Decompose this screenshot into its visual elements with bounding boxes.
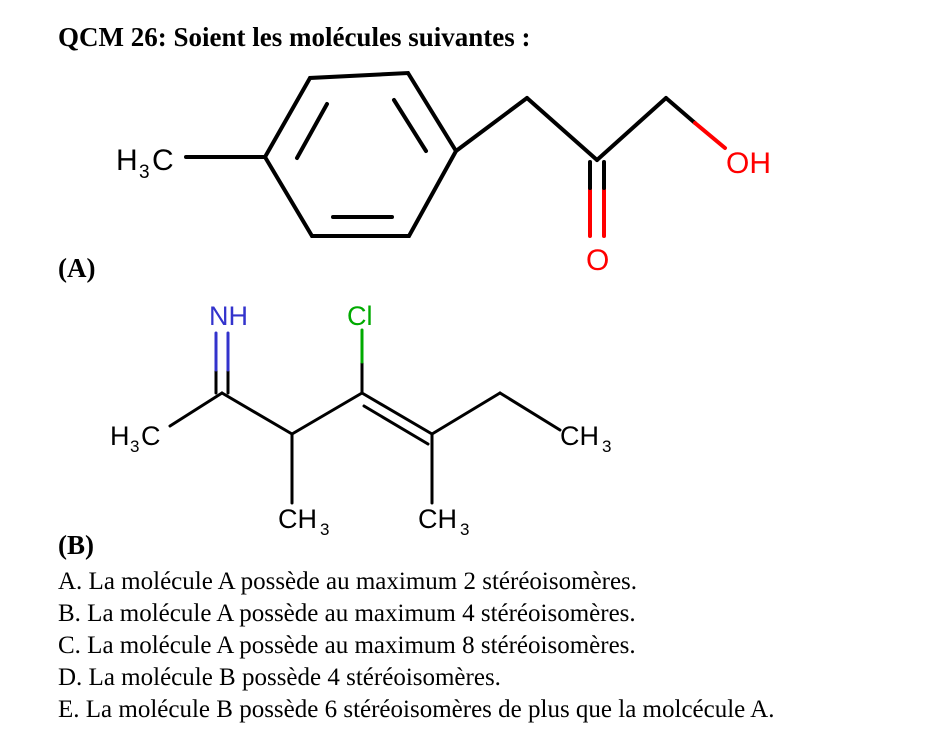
methyl-c: C — [152, 144, 174, 177]
answer-options: A. La molécule A possède au maximum 2 st… — [58, 566, 774, 726]
methyl-2-sub: 3 — [460, 520, 469, 539]
ch2-bond — [454, 96, 529, 153]
chain-bond-2 — [595, 96, 668, 162]
bond-to-ccl — [290, 391, 364, 436]
option-e[interactable]: E. La molécule B possède 6 stéréoisomère… — [58, 696, 775, 723]
right-methyl-c: CH — [560, 421, 599, 451]
ethyl-bond-2 — [498, 391, 562, 432]
label-b: (B) — [58, 530, 94, 560]
option-c[interactable]: C. La molécule A possède au maximum 8 st… — [58, 632, 636, 659]
chain-bond — [525, 96, 599, 162]
left-methyl-bond — [168, 391, 224, 428]
imine-carbon-bond — [220, 391, 294, 436]
chlorine-label: Cl — [347, 301, 373, 331]
left-methyl-h: H — [110, 421, 130, 451]
label-a: (A) — [58, 253, 96, 283]
c-oh-bond — [693, 121, 727, 150]
methyl-sub: 3 — [139, 162, 150, 183]
left-methyl-c: C — [141, 421, 161, 451]
ethyl-bond — [430, 391, 502, 436]
option-b[interactable]: B. La molécule A possède au maximum 4 st… — [58, 600, 636, 627]
left-methyl-sub: 3 — [130, 437, 139, 456]
methyl-1-c: CH — [278, 504, 317, 534]
hydroxyl-label: OH — [726, 147, 771, 180]
option-d[interactable]: D. La molécule B possède 4 stéréoisomère… — [58, 664, 501, 691]
molecule-b-structure: NH Cl H 3 C CH 3 CH 3 CH 3 — [110, 301, 611, 539]
option-a[interactable]: A. La molécule A possède au maximum 2 st… — [58, 568, 638, 595]
methyl-2-c: CH — [418, 504, 457, 534]
methyl-1-sub: 3 — [320, 520, 329, 539]
imine-label: NH — [209, 301, 248, 331]
alkene-bond-2 — [362, 404, 430, 446]
question-title: QCM 26: Soient les molécules suivantes : — [58, 22, 531, 52]
alkene-bond-1 — [360, 391, 434, 436]
right-methyl-sub: 3 — [602, 437, 611, 456]
methyl-h: H — [116, 144, 138, 177]
molecule-a-structure: H 3 C OH O — [116, 70, 771, 277]
carbonyl-oxygen-label: O — [586, 244, 609, 277]
